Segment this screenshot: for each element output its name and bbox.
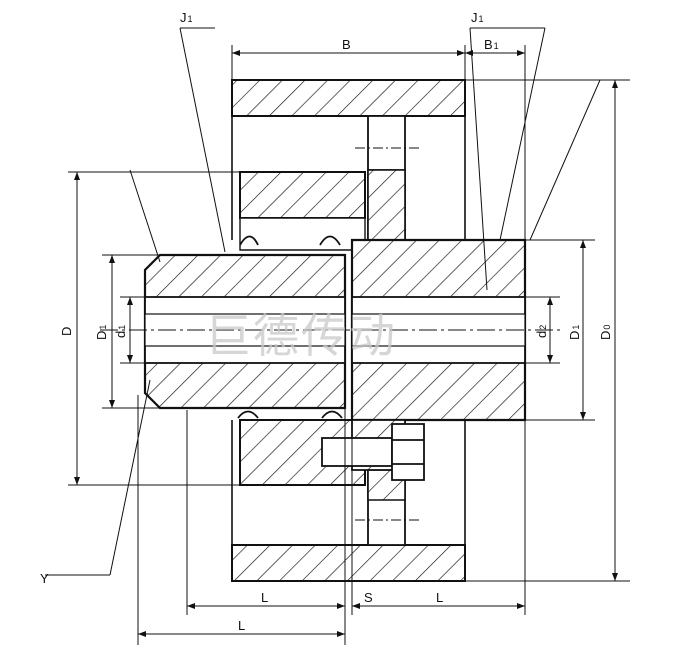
label-d1-right-main: D (567, 331, 582, 340)
label-d1-left-sub: 1 (98, 325, 108, 330)
label-bore-d2-main: d (534, 331, 549, 338)
right-bore-inner (351, 313, 526, 347)
label-d0-main: D (598, 331, 613, 340)
left-ring-bottom (239, 419, 366, 486)
outer-sleeve-bottom-inner (231, 420, 466, 545)
label-d1-left-main: D (94, 331, 109, 340)
label-l-upper-left: L (261, 590, 268, 605)
label-bore-d1-sub: 1 (117, 325, 127, 330)
label-s: S (364, 590, 373, 605)
label-b1-main: B (484, 37, 493, 52)
label-bore-d2-sub: 2 (538, 325, 548, 330)
label-d-outer: D (59, 327, 74, 336)
label-y: Y (40, 571, 49, 586)
rib-top-hatch (367, 169, 406, 241)
label-d1-left: D1 (94, 325, 109, 340)
dimension-lines (45, 27, 630, 645)
label-d1-right-sub: 1 (571, 325, 581, 330)
seals (237, 235, 343, 419)
bolt (321, 423, 425, 481)
label-j1-left-main: J (180, 10, 187, 25)
label-l-lower: L (238, 618, 245, 633)
label-j1-right: J1 (471, 10, 484, 25)
label-j1-right-main: J (471, 10, 478, 25)
label-j1-right-sub: 1 (479, 14, 484, 24)
label-bore-d1-main: d (113, 331, 128, 338)
label-j1-left: J1 (180, 10, 193, 25)
label-d0: D0 (598, 325, 613, 340)
outer-sleeve-bottom (231, 544, 466, 582)
label-d1-right: D1 (567, 325, 582, 340)
outer-sleeve-top-inner (231, 116, 466, 240)
left-ring-top (239, 171, 366, 219)
label-j1-left-sub: 1 (188, 14, 193, 24)
label-b: B (342, 37, 351, 52)
arrowheads (74, 50, 618, 637)
label-d0-sub: 0 (602, 325, 612, 330)
label-l-upper-right: L (436, 590, 443, 605)
label-b1: B1 (484, 37, 499, 52)
label-bore-d1: d1 (113, 325, 128, 338)
watermark: 巨德传动 (205, 309, 397, 363)
label-b1-sub: 1 (494, 41, 499, 51)
left-ring-top-gap (239, 217, 366, 251)
label-bore-d2: d2 (534, 325, 549, 338)
outer-sleeve-top (231, 79, 466, 117)
